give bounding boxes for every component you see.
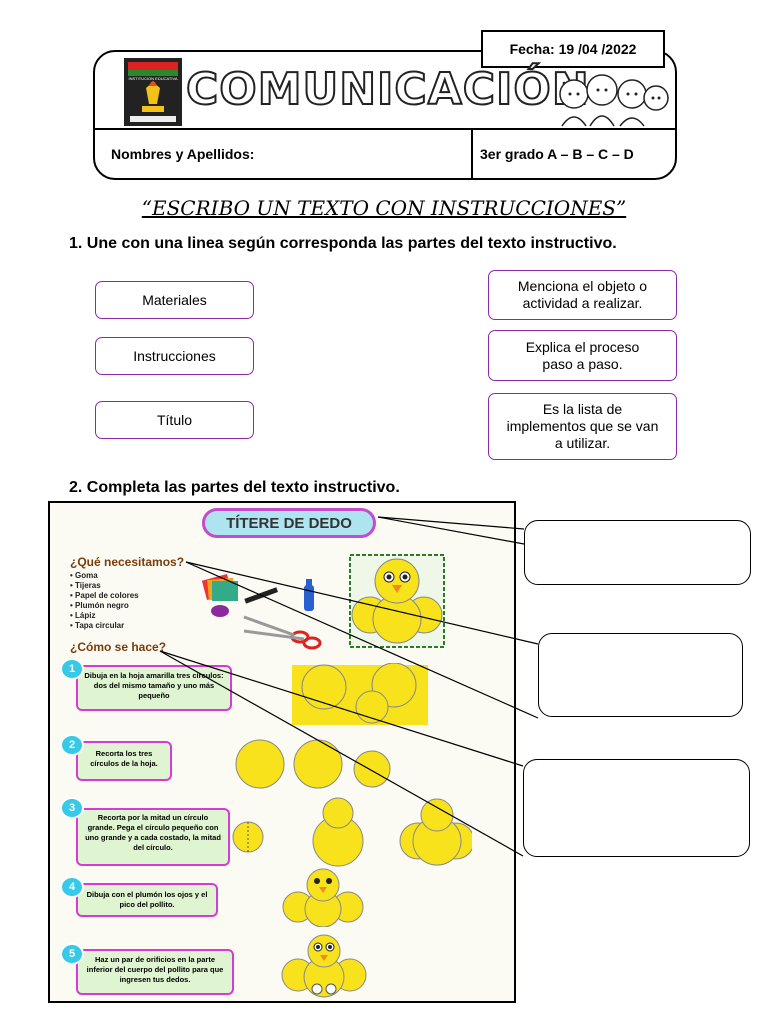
grade-label: 3er grado A – B – C – D	[480, 146, 634, 162]
materials-heading: ¿Qué necesitamos?	[70, 555, 185, 569]
subject-title: COMUNICACIÓN	[185, 63, 590, 116]
names-label: Nombres y Apellidos:	[111, 146, 255, 162]
question-1: 1. Une con una linea según corresponda l…	[69, 235, 617, 252]
step-1-box: Dibuja en la hoja amarilla tres círculos…	[76, 665, 232, 711]
steps-heading: ¿Cómo se hace?	[70, 640, 167, 654]
material-item: • Papel de colores	[70, 591, 139, 600]
answer-box-3[interactable]	[523, 759, 750, 857]
step-1-number: 1	[60, 658, 84, 680]
step-2-image	[235, 739, 391, 789]
poster-title: TÍTERE DE DEDO	[202, 508, 376, 538]
step-4-image	[282, 868, 364, 927]
question-2: 2. Completa las partes del texto instruc…	[69, 479, 400, 496]
logo-text: INSTITUCION EDUCATIVA	[129, 76, 178, 81]
connector-line-materials	[185, 561, 539, 719]
step-5-box: Haz un par de orificios en la parte infe…	[76, 949, 234, 995]
material-item: • Lápiz	[70, 611, 96, 620]
worksheet-title: “ESCRIBO UN TEXTO CON INSTRUCCIONES”	[141, 196, 627, 220]
header-frame	[93, 50, 677, 180]
date-box: Fecha: 19 /04 /2022	[481, 30, 665, 68]
material-item: • Goma	[70, 571, 98, 580]
answer-box-1[interactable]	[524, 520, 751, 585]
scissors-icon	[243, 615, 322, 650]
right-box-explica[interactable]: Explica el proceso paso a paso.	[488, 330, 677, 381]
connector-line-steps	[159, 650, 524, 767]
colored-paper-icon	[201, 573, 238, 601]
material-item: • Plumón negro	[70, 601, 129, 610]
right-box-lista[interactable]: Es la lista de implementos que se van a …	[488, 393, 677, 460]
left-box-instrucciones[interactable]: Instrucciones	[95, 337, 254, 375]
finished-puppet-image	[349, 554, 445, 648]
connector-line-steps	[159, 650, 524, 857]
step-1-image	[292, 663, 428, 725]
step-5-image	[281, 934, 367, 998]
header-vertical-divider	[471, 128, 473, 180]
left-box-materiales[interactable]: Materiales	[95, 281, 254, 319]
material-item: • Tapa circular	[70, 621, 125, 630]
header-divider	[95, 128, 675, 130]
materials-list: • Goma • Tijeras • Papel de colores • Pl…	[70, 571, 139, 631]
round-cap-icon	[211, 605, 229, 617]
step-3-number: 3	[60, 797, 84, 819]
material-item: • Tijeras	[70, 581, 101, 590]
connector-line-materials	[185, 561, 539, 645]
step-4-number: 4	[60, 876, 84, 898]
school-logo: INSTITUCION EDUCATIVA	[124, 58, 182, 126]
left-box-titulo[interactable]: Título	[95, 401, 254, 439]
step-5-number: 5	[60, 943, 84, 965]
children-illustration	[559, 74, 669, 127]
step-2-box: Recorta los tres círculos de la hoja.	[76, 741, 172, 781]
answer-box-2[interactable]	[538, 633, 743, 717]
connector-line-title	[377, 516, 525, 530]
step-2-number: 2	[60, 734, 84, 756]
step-3-image	[232, 797, 472, 867]
right-box-menciona[interactable]: Menciona el objeto o actividad a realiza…	[488, 270, 677, 320]
connector-line-title	[377, 516, 525, 545]
step-4-box: Dibuja con el plumón los ojos y el pico …	[76, 883, 218, 917]
step-3-box: Recorta por la mitad un círculo grande. …	[76, 808, 230, 866]
